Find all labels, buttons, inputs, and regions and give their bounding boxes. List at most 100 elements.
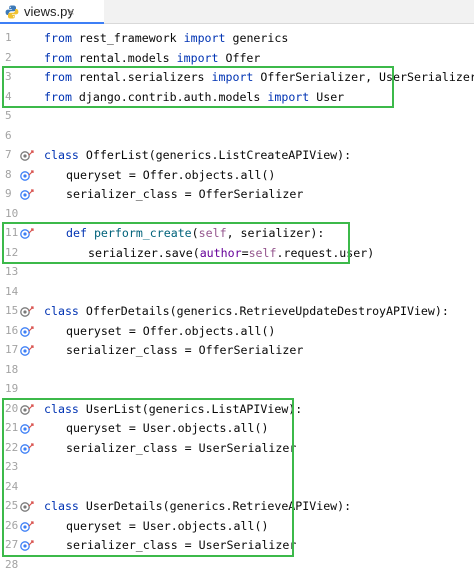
override-icon[interactable] [19,519,35,533]
token-text: serializer_class = UserSerializer [66,538,297,552]
token-kw: def [66,226,87,240]
line-number: 24 [5,479,19,493]
token-kw: from [44,89,72,104]
token-text: serializer_class = OfferSerializer [66,343,304,357]
line-number: 3 [5,70,12,83]
code-line-7[interactable]: class OfferList(generics.ListCreateAPIVi… [44,145,351,165]
override-icon[interactable] [19,226,35,240]
token-kw: class [44,401,79,416]
gutter-line-14: 14 [0,282,40,302]
override-icon[interactable] [19,441,35,455]
token-kw: import [176,50,219,65]
override-icon[interactable] [19,421,35,435]
gutter-line-5: 5 [0,106,40,126]
gutter-line-24: 24 [0,477,40,497]
token-text: ( [191,226,199,240]
gutter-line-11: 11 [0,223,40,243]
line-number: 7 [5,148,12,161]
line-number: 11 [5,226,19,239]
token-text: UserList(generics.ListAPIView): [78,401,303,416]
line-number: 27 [5,538,19,551]
line-number: 23 [5,460,19,473]
code-line-4[interactable]: from django.contrib.auth.models import U… [44,87,344,107]
code-line-20[interactable]: class UserList(generics.ListAPIView): [44,399,302,419]
gutter-line-22: 22 [0,438,40,458]
class-hierarchy-icon[interactable] [19,304,35,318]
line-number: 8 [5,167,12,181]
gutter-line-21: 21 [0,418,40,438]
token-text: queryset = User.objects.all() [66,421,269,435]
override-icon[interactable] [19,168,35,182]
line-number: 15 [5,304,19,317]
class-hierarchy-icon[interactable] [19,402,35,416]
gutter-line-28: 28 [0,555,40,575]
token-text: OfferList(generics.ListCreateAPIView): [78,148,352,162]
code-line-3[interactable]: from rental.serializers import OfferSeri… [44,67,474,87]
line-number: 6 [5,128,12,142]
code-line-12[interactable]: serializer.save(author=self.request.user… [88,243,374,263]
code-line-27[interactable]: serializer_class = UserSerializer [66,535,296,555]
token-slf: self [198,226,227,240]
line-number: 1 [5,31,12,44]
token-text: django.contrib.auth.models [71,89,268,104]
override-icon[interactable] [19,538,35,552]
line-number: 2 [5,50,12,64]
token-param: author [199,245,242,260]
line-number: 13 [5,265,19,278]
gutter-line-4: 4 [0,87,40,107]
gutter-line-19: 19 [0,379,40,399]
token-text: queryset = Offer.objects.all() [66,167,276,182]
code-editor[interactable]: 1 from rest_framework import generics 2 fro… [0,24,474,571]
code-line-17[interactable]: serializer_class = OfferSerializer [66,340,303,360]
class-hierarchy-icon[interactable] [19,499,35,513]
code-line-15[interactable]: class OfferDetails(generics.RetrieveUpda… [44,301,449,321]
editor-tab-bar: views.py × [0,0,474,24]
code-line-11[interactable]: def perform_create(self, serializer): [66,223,324,243]
line-number: 10 [5,206,19,220]
code-line-26[interactable]: queryset = User.objects.all() [66,516,268,536]
gutter-line-18: 18 [0,360,40,380]
token-text [87,226,94,240]
gutter-line-1: 1 [0,28,40,48]
code-line-21[interactable]: queryset = User.objects.all() [66,418,268,438]
line-number: 19 [5,382,19,395]
token-text: OfferDetails(generics.RetrieveUpdateDest… [78,304,449,318]
code-line-2[interactable]: from rental.models import Offer [44,48,260,68]
token-text: serializer.save( [88,245,200,260]
code-line-22[interactable]: serializer_class = UserSerializer [66,438,296,458]
code-line-25[interactable]: class UserDetails(generics.RetrieveAPIVi… [44,496,351,516]
code-line-16[interactable]: queryset = Offer.objects.all() [66,321,275,341]
line-number: 18 [5,362,19,376]
token-kw: import [267,89,310,104]
gutter-line-8: 8 [0,165,40,185]
line-number: 28 [5,557,19,571]
token-text: serializer_class = OfferSerializer [66,187,304,201]
token-kw: class [44,304,79,318]
gutter-line-2: 2 [0,48,40,68]
token-kw: class [44,499,79,513]
token-kw: from [44,31,72,45]
tab-views-py[interactable]: views.py × [0,0,104,24]
gutter-line-26: 26 [0,516,40,536]
line-number: 22 [5,440,19,454]
token-text: = [241,245,249,260]
token-slf: self [248,245,277,260]
line-number: 4 [5,89,12,103]
line-number: 9 [5,187,12,200]
token-text: .request.user) [276,245,375,260]
class-hierarchy-icon[interactable] [19,148,35,162]
override-icon[interactable] [19,187,35,201]
code-line-8[interactable]: queryset = Offer.objects.all() [66,165,275,185]
close-tab-icon[interactable]: × [67,5,75,19]
line-number: 17 [5,343,19,356]
python-file-icon [4,4,20,20]
line-number: 21 [5,421,19,434]
token-text: , serializer): [226,226,325,240]
code-line-1[interactable]: from rest_framework import generics [44,28,288,48]
token-kw: import [211,70,254,84]
override-icon[interactable] [19,343,35,357]
line-number: 12 [5,245,19,259]
override-icon[interactable] [19,324,35,338]
token-text: queryset = User.objects.all() [66,518,269,533]
code-line-9[interactable]: serializer_class = OfferSerializer [66,184,303,204]
